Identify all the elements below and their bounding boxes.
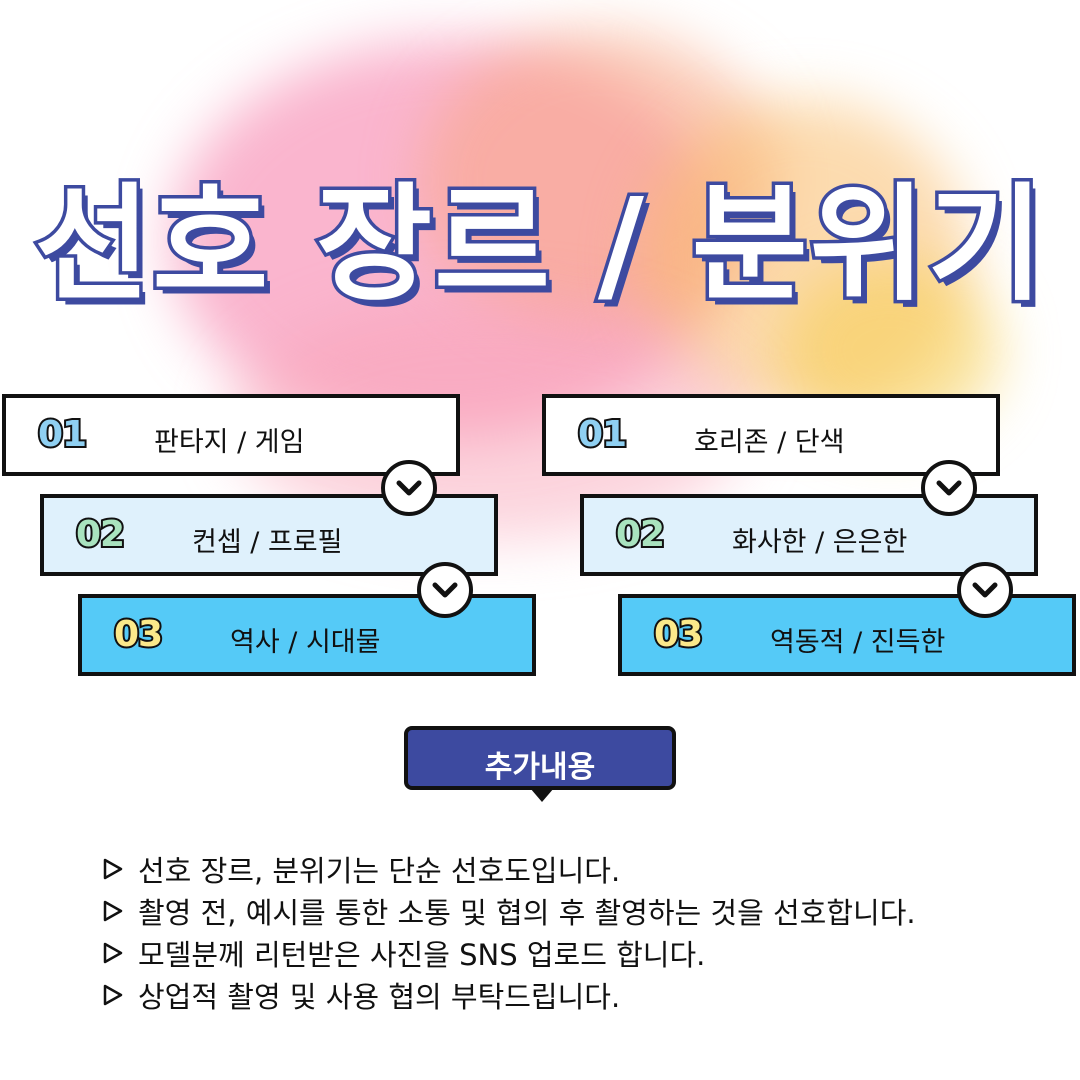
page-title: 선호 장르 / 분위기 — [31, 168, 1047, 322]
genre-number-1: 01 — [36, 412, 89, 457]
triangle-right-icon — [103, 900, 123, 922]
genre-number-3: 03 — [112, 612, 165, 657]
chevron-down-icon — [957, 562, 1013, 618]
note-text: 촬영 전, 예시를 통한 소통 및 협의 후 촬영하는 것을 선호합니다. — [138, 896, 916, 930]
note-item: 선호 장르, 분위기는 단순 선호도입니다. — [100, 848, 1020, 890]
genre-card-1: 01 판타지 / 게임 — [2, 394, 460, 476]
badge-pointer — [530, 788, 554, 802]
mood-label-1: 호리존 / 단색 — [694, 427, 845, 458]
mood-label-3: 역동적 / 진득한 — [770, 627, 946, 658]
note-text: 모델분께 리턴받은 사진을 SNS 업로드 합니다. — [138, 938, 706, 972]
mood-label-2: 화사한 / 은은한 — [732, 527, 908, 558]
genre-card-2: 02 컨셉 / 프로필 — [40, 494, 498, 576]
genre-label-2: 컨셉 / 프로필 — [192, 527, 343, 558]
triangle-right-icon — [103, 984, 123, 1006]
note-text: 선호 장르, 분위기는 단순 선호도입니다. — [138, 854, 621, 888]
triangle-right-icon — [103, 942, 123, 964]
mood-number-3: 03 — [652, 612, 705, 657]
genre-label-3: 역사 / 시대물 — [230, 627, 381, 658]
chevron-down-icon — [417, 562, 473, 618]
mood-number-2: 02 — [614, 512, 667, 557]
additional-info-badge: 추가내용 — [404, 726, 676, 790]
chevron-down-icon — [381, 460, 437, 516]
notes-list: 선호 장르, 분위기는 단순 선호도입니다. 촬영 전, 예시를 통한 소통 및… — [100, 848, 1020, 1016]
additional-info-badge-label: 추가내용 — [484, 750, 596, 785]
note-item: 촬영 전, 예시를 통한 소통 및 협의 후 촬영하는 것을 선호합니다. — [100, 890, 1020, 932]
note-item: 모델분께 리턴받은 사진을 SNS 업로드 합니다. — [100, 932, 1020, 974]
genre-number-2: 02 — [74, 512, 127, 557]
mood-number-1: 01 — [576, 412, 629, 457]
triangle-right-icon — [103, 858, 123, 880]
mood-card-1: 01 호리존 / 단색 — [542, 394, 1000, 476]
chevron-down-icon — [921, 460, 977, 516]
note-text: 상업적 촬영 및 사용 협의 부탁드립니다. — [138, 980, 621, 1014]
genre-label-1: 판타지 / 게임 — [154, 427, 305, 458]
note-item: 상업적 촬영 및 사용 협의 부탁드립니다. — [100, 974, 1020, 1016]
